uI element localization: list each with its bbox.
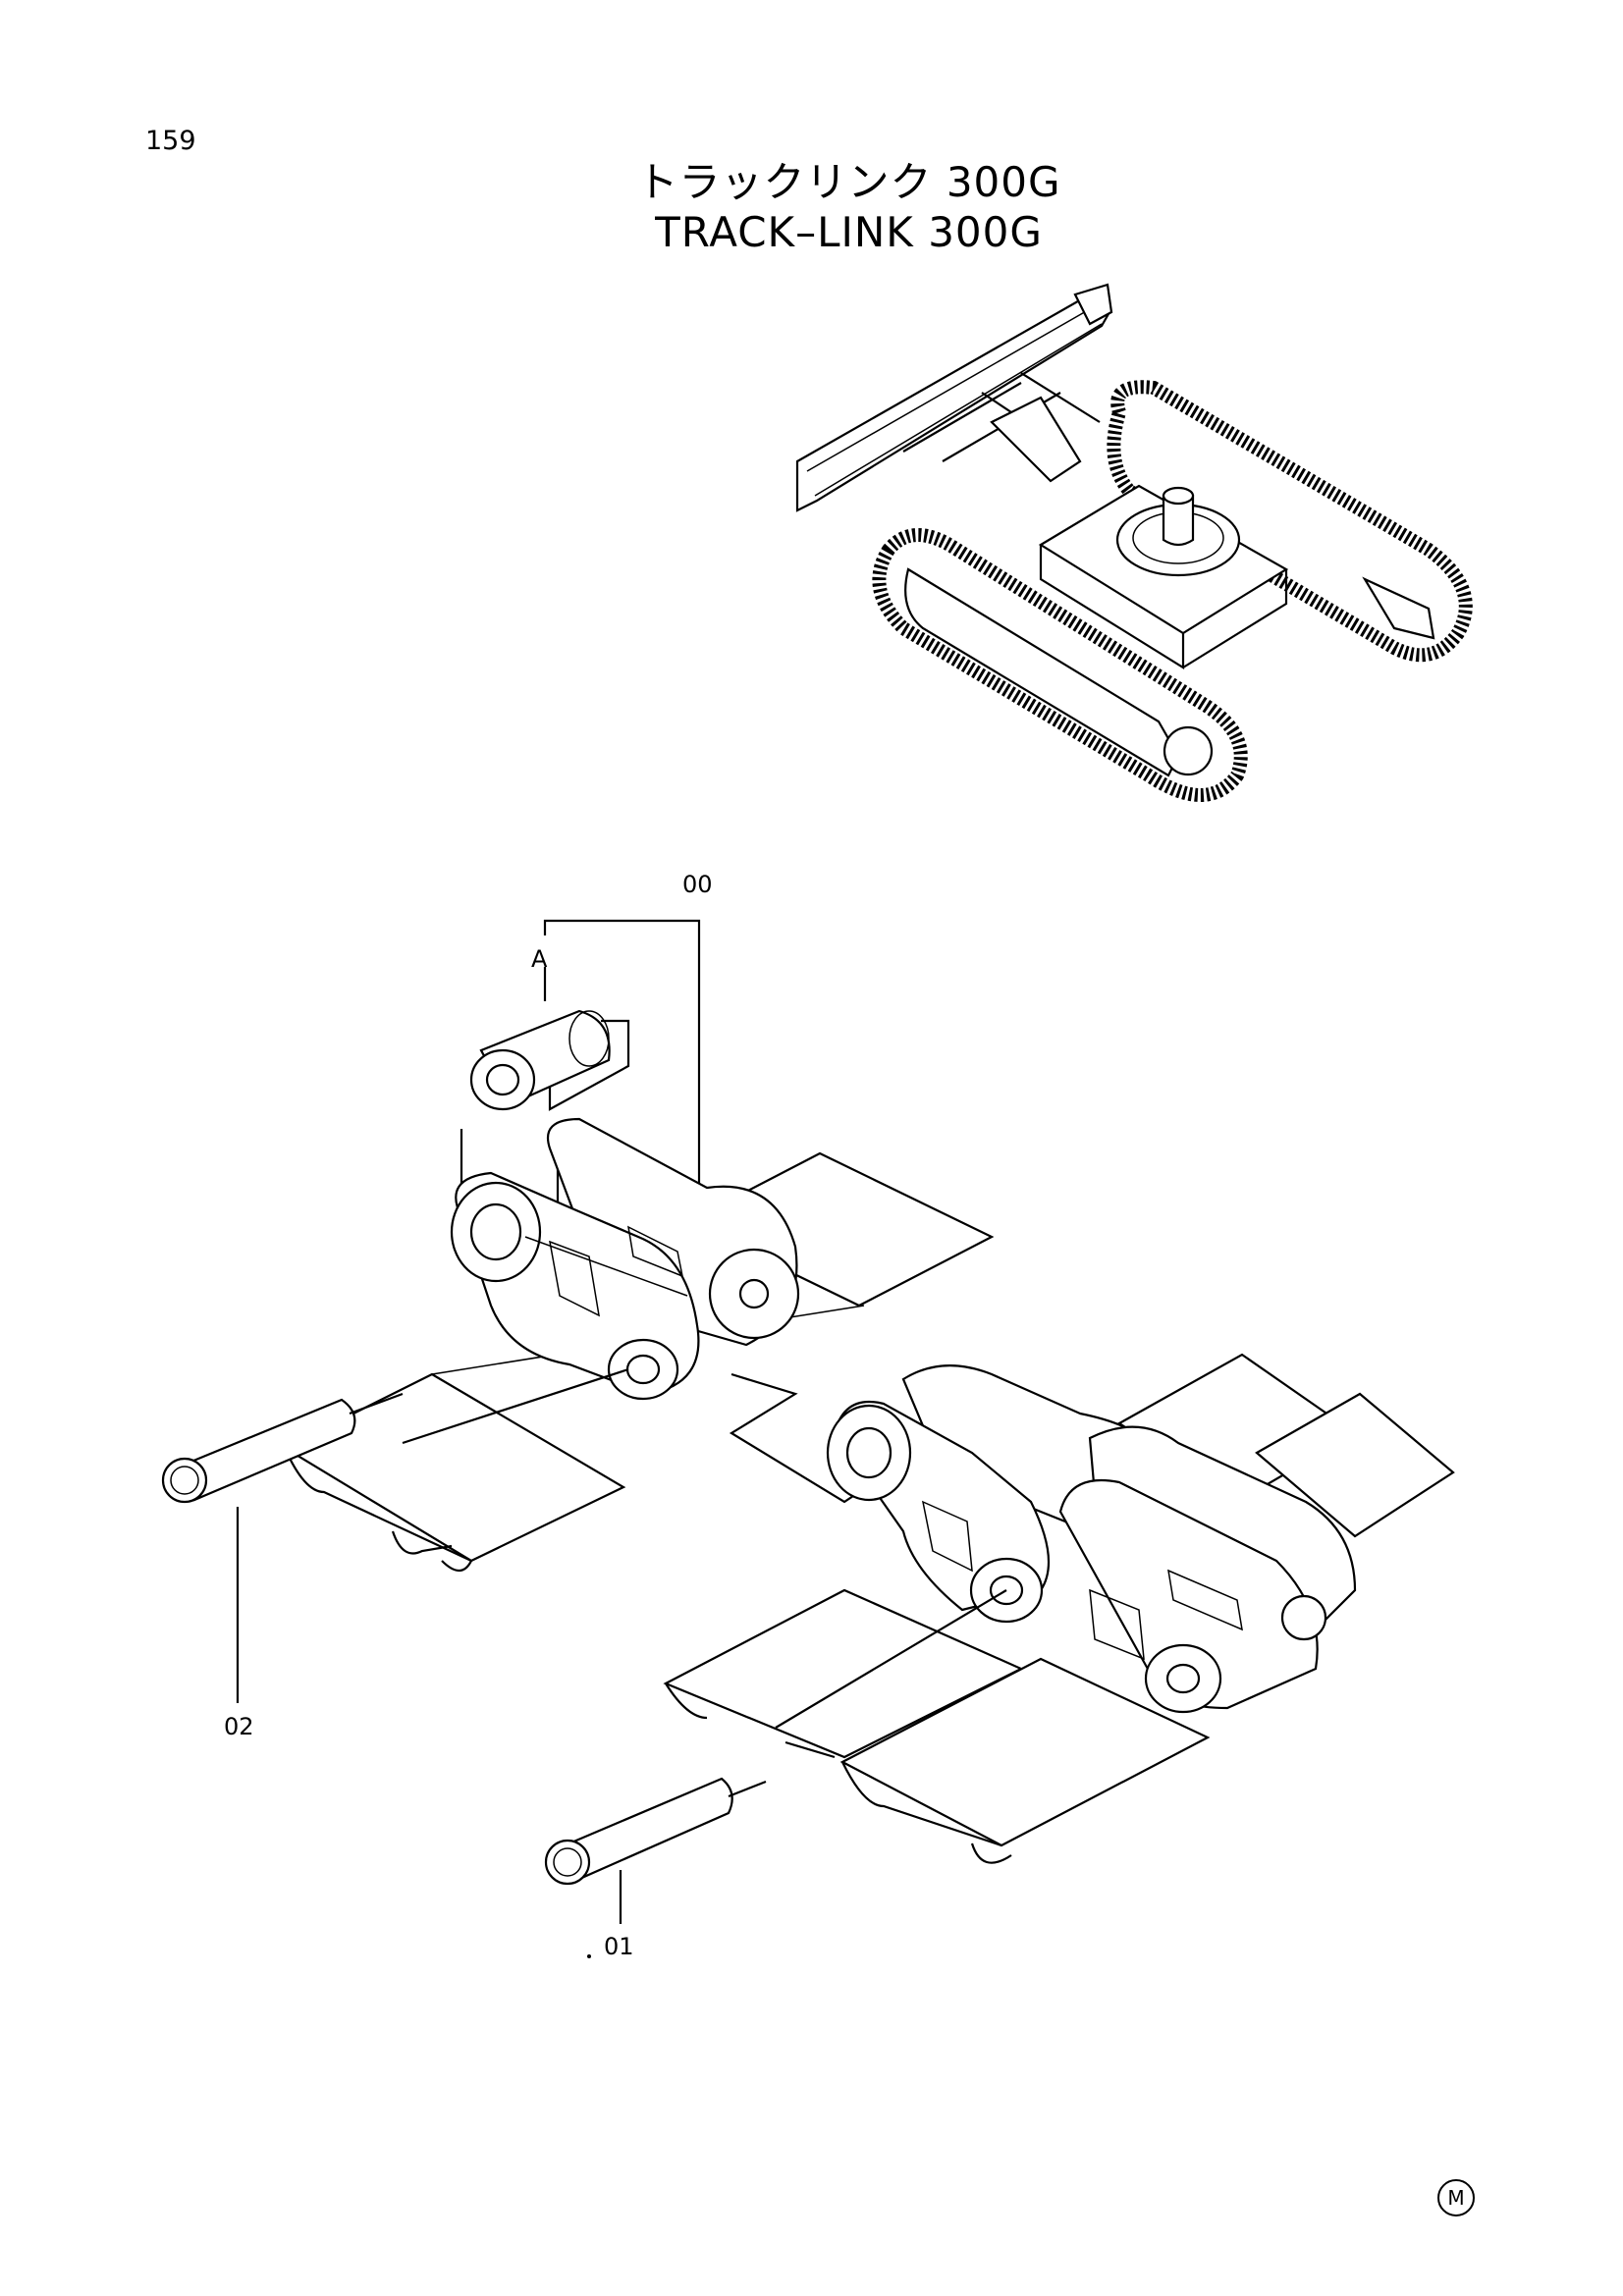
left-track [872,528,1248,802]
lower-track-shoe [663,1353,1455,1864]
callout-01: 01 [604,1933,634,1960]
upper-link-pair [450,1117,800,1401]
page-number: 159 [145,126,196,156]
pin-02 [161,1367,629,1504]
title-english: TRACK–LINK 300G [655,208,1043,256]
callout-a: A [531,945,548,973]
manufacturer-mark: M [1437,2179,1475,2216]
title-japanese: トラックリンク 300G [636,158,1061,206]
callout-02: 02 [224,1713,254,1740]
lower-link-pair [826,1364,1357,1714]
pin-01 [544,1589,1007,1886]
bushing-a [460,1009,630,1195]
assembly-bracket [543,919,701,1188]
callout-00: 00 [682,871,713,898]
blade-cylinder [990,396,1082,483]
track-link-diagram: 00 A 02 01 [161,871,1455,1960]
right-track [1107,380,1473,663]
undercarriage-overview [795,283,1473,802]
